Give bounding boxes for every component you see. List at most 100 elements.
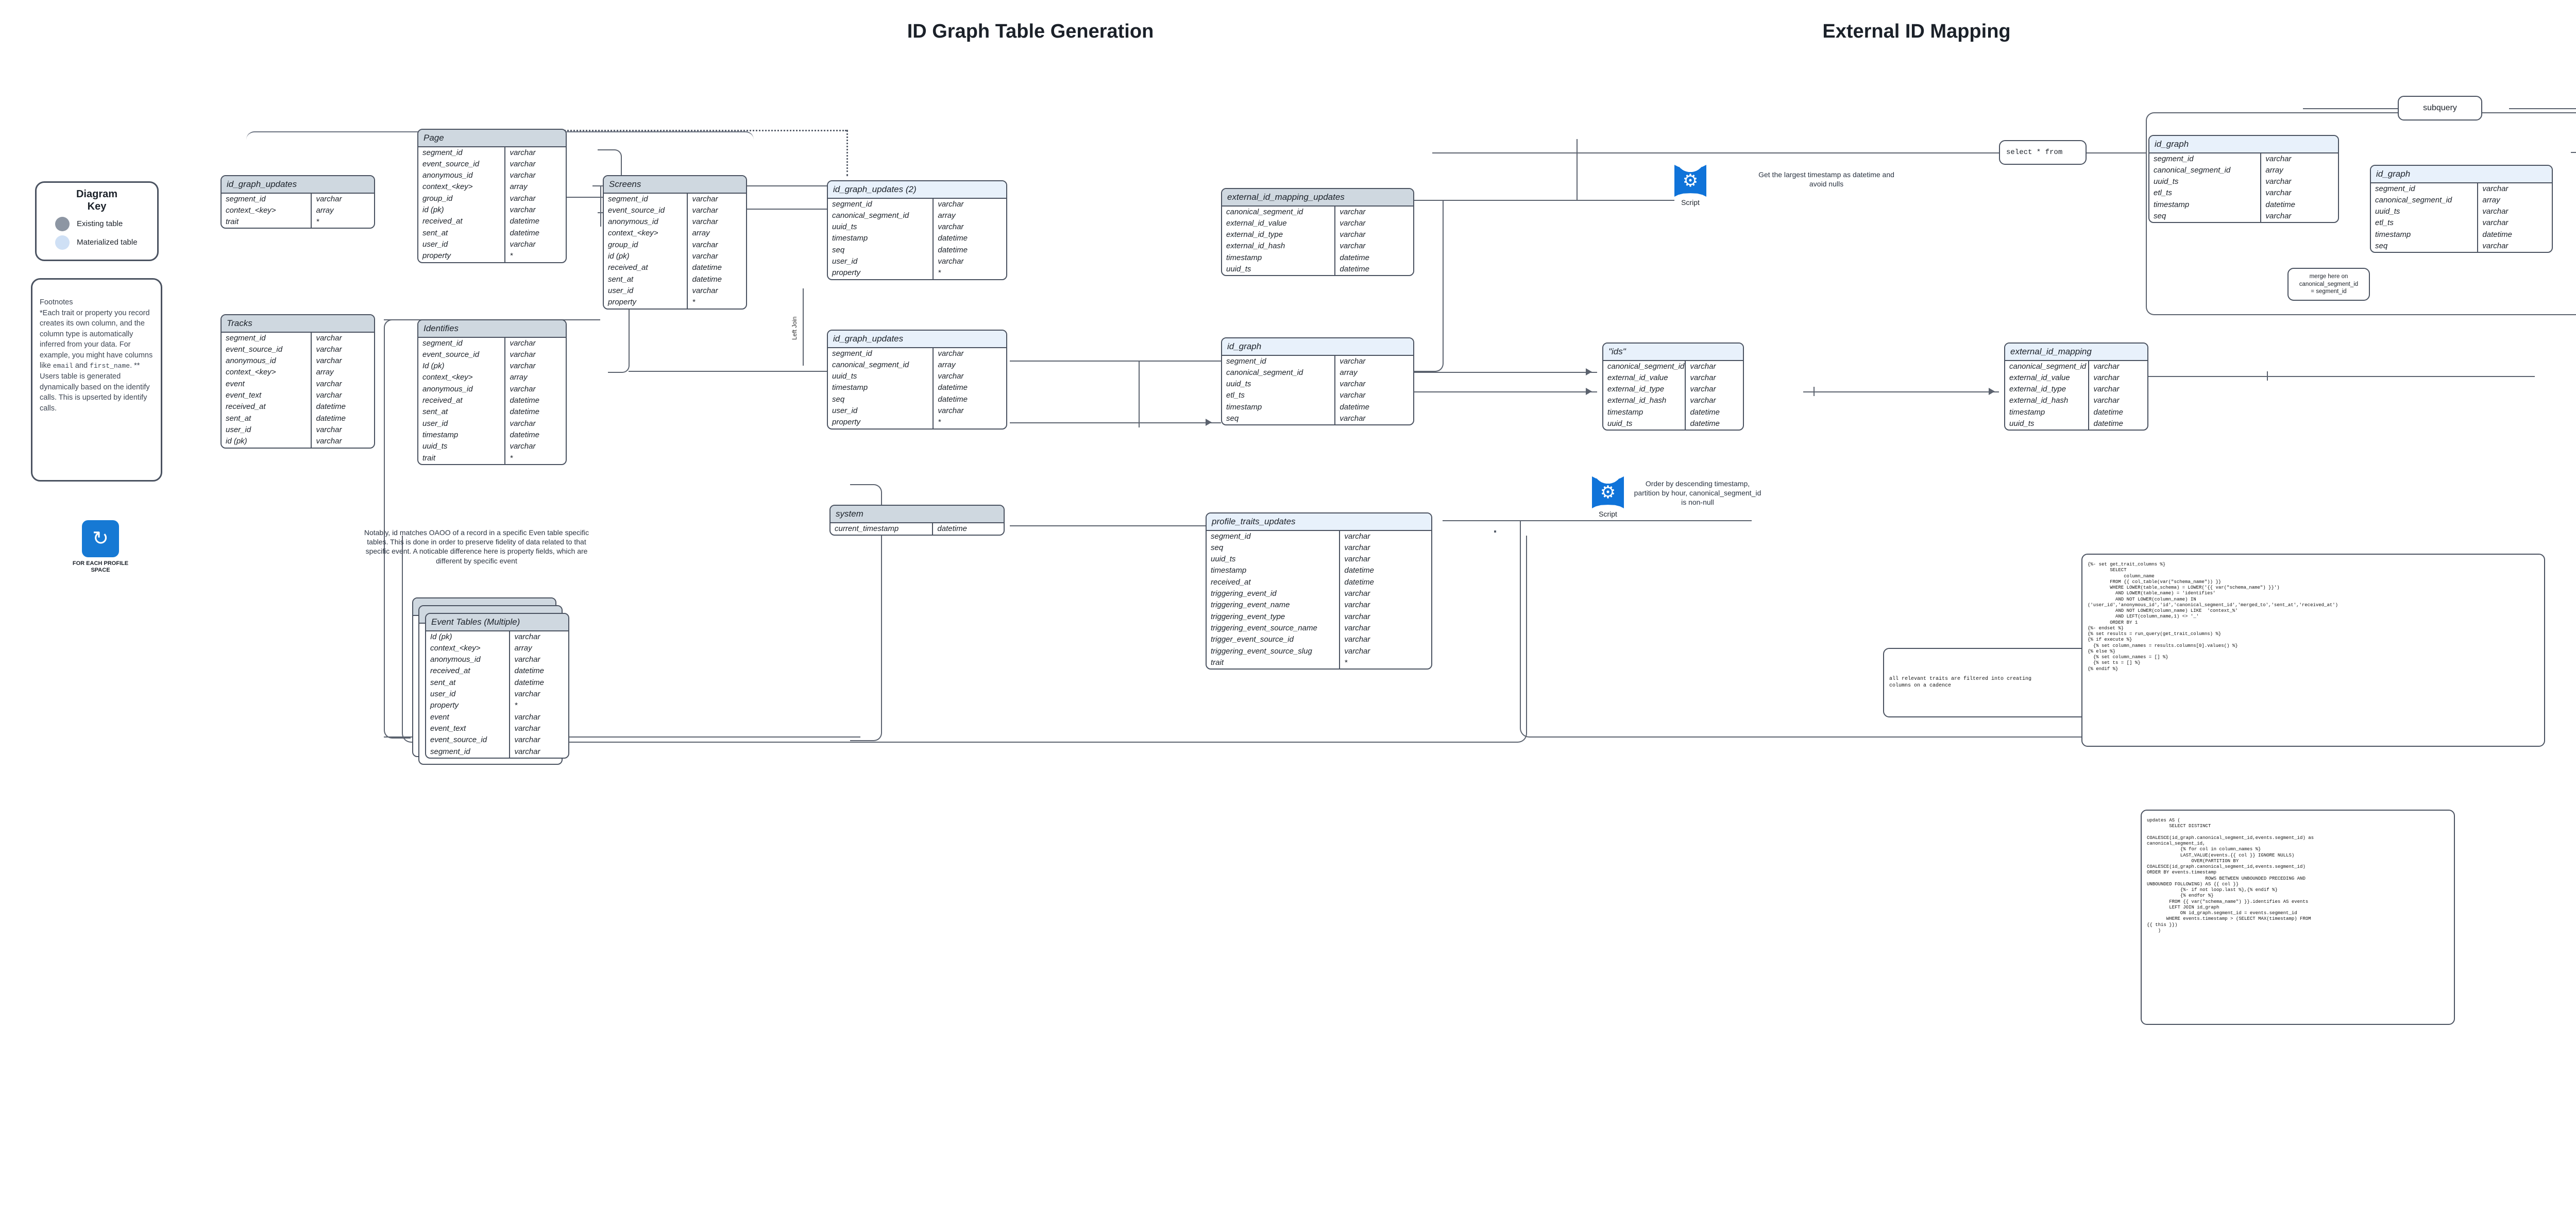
column-name: canonical_segment_id: [828, 359, 934, 371]
column-name: event_text: [426, 723, 511, 735]
column-type: varchar: [2093, 385, 2120, 394]
column-name: triggering_event_source_name: [1207, 622, 1341, 635]
connector-dotted: [846, 130, 848, 176]
column-name: trait: [222, 216, 312, 228]
column-name: property: [604, 297, 688, 308]
column-type: varchar: [2093, 396, 2120, 405]
profile-space-label: FOR EACH PROFILE SPACE: [72, 560, 129, 574]
table-title: id_graph_updates: [222, 176, 374, 194]
column-type: varchar: [938, 222, 964, 232]
column-name: segment_id: [1222, 355, 1336, 367]
script-label: Script: [1599, 510, 1617, 518]
connector-line: [1139, 361, 1140, 427]
key-label-materialized: Materialized table: [77, 238, 138, 247]
column-name: segment_id: [2149, 153, 2262, 165]
column-type: varchar: [692, 205, 718, 215]
table-row: trait*: [222, 216, 374, 228]
table-row: context_<key>array: [418, 181, 566, 193]
column-type: datetime: [1690, 407, 1720, 417]
column-name: triggering_event_id: [1207, 588, 1341, 600]
column-type: varchar: [2093, 373, 2120, 382]
column-name: timestamp: [828, 382, 934, 394]
column-type: *: [514, 701, 518, 710]
column-type: array: [316, 368, 334, 377]
column-type: varchar: [1340, 356, 1366, 366]
column-type: varchar: [2265, 154, 2292, 163]
table-title: id_graph: [2371, 166, 2552, 183]
column-name: seq: [828, 244, 934, 256]
column-name: etl_ts: [1222, 390, 1336, 402]
connector-line: [1803, 391, 1999, 392]
column-name: context_<key>: [604, 228, 688, 239]
column-type: varchar: [510, 194, 536, 203]
column-type: varchar: [510, 350, 536, 359]
column-type: varchar: [1344, 555, 1370, 564]
column-type: varchar: [2482, 218, 2509, 228]
column-type: datetime: [938, 395, 968, 404]
column-name: timestamp: [1603, 406, 1686, 419]
column-type: varchar: [316, 194, 342, 203]
column-name: group_id: [604, 239, 688, 251]
table-row: Id (pk)varchar: [426, 631, 568, 643]
column-name: external_id_hash: [1603, 395, 1686, 407]
column-type: varchar: [938, 349, 964, 358]
column-type: datetime: [1344, 566, 1374, 575]
table-title: Event Tables (Multiple): [426, 614, 568, 631]
column-name: external_id_hash: [1222, 241, 1336, 252]
column-type: datetime: [510, 228, 539, 237]
table-row: context_<key>array: [222, 204, 374, 217]
column-name: canonical_segment_id: [828, 210, 934, 222]
column-type: varchar: [514, 747, 540, 756]
group-outline: [2146, 112, 2576, 315]
script-node-order-by[interactable]: ⚙ Script: [1592, 476, 1624, 518]
column-type: varchar: [514, 724, 540, 733]
column-type: varchar: [510, 338, 536, 348]
column-name: id (pk): [418, 204, 506, 216]
column-type: varchar: [1344, 623, 1370, 632]
script-node-timestamp[interactable]: ⚙ Script: [1674, 165, 1706, 207]
table-title: external_id_mapping: [2005, 344, 2147, 361]
connector-elbow: [850, 484, 882, 741]
footnote-code-email: email: [53, 362, 73, 370]
